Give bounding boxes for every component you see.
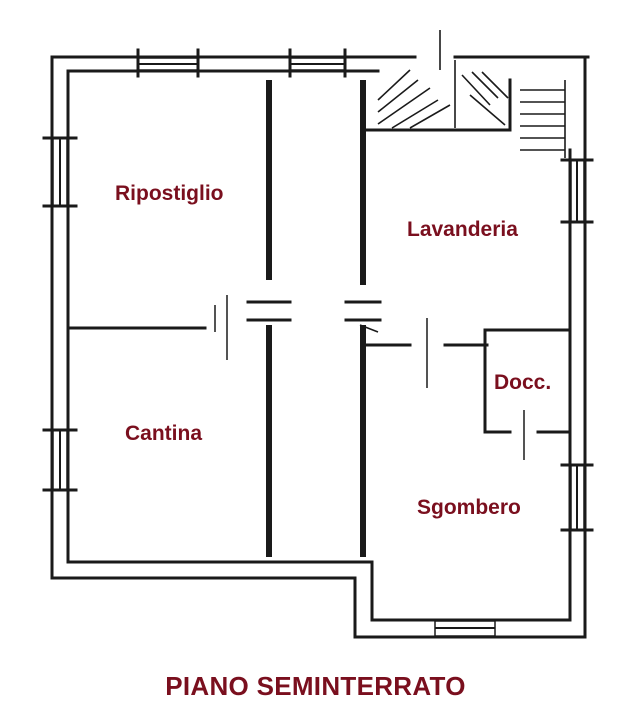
windows <box>42 48 594 637</box>
plan-title: PIANO SEMINTERRATO <box>165 671 466 701</box>
room-label-ripostiglio: Ripostiglio <box>115 182 224 205</box>
room-label-cantina: Cantina <box>125 422 203 445</box>
outer-walls <box>50 55 590 639</box>
room-label-lavanderia: Lavanderia <box>407 218 518 241</box>
staircase <box>377 30 566 158</box>
room-label-sgombero: Sgombero <box>417 496 521 519</box>
room-label-docc: Docc. <box>494 371 552 394</box>
doors <box>214 295 525 460</box>
interior-walls <box>68 78 572 557</box>
